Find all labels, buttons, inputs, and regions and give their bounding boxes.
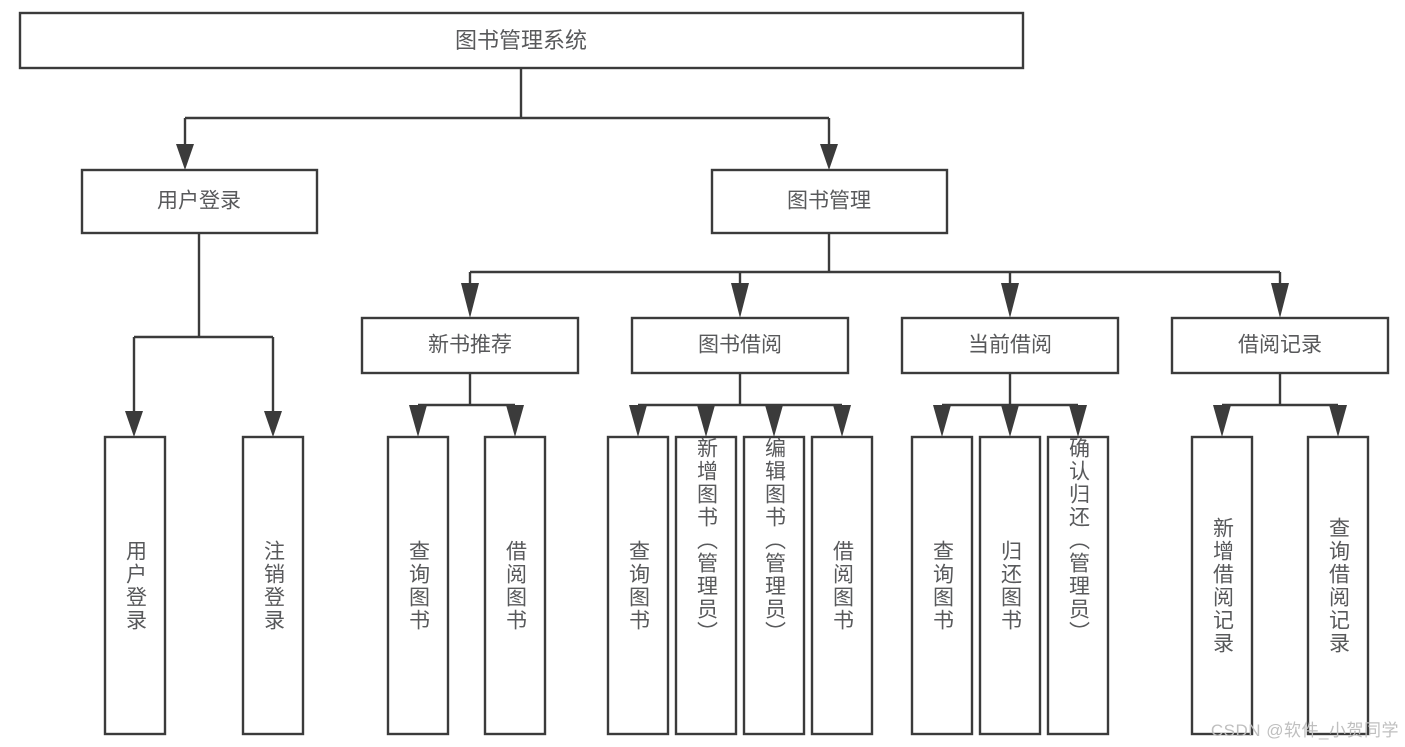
leaf-box-query-record[interactable]	[1306, 435, 1370, 736]
leaf-box-confirm-return[interactable]	[1046, 435, 1110, 736]
node-book-manage[interactable]: 图书管理	[710, 168, 949, 235]
leaf-box-group-user-login	[103, 435, 305, 736]
arrow-head-leaf-edit-book	[765, 405, 783, 437]
arrow-head-user-login	[176, 144, 194, 170]
leaf-box-user-login[interactable]	[103, 435, 167, 736]
arrow-head-leaf-return-book	[1001, 405, 1019, 437]
connector-group-current-borrow-to-leaves	[933, 373, 1087, 437]
connector-group-book-borrow-to-leaves	[629, 373, 851, 437]
arrow-head-book-manage	[820, 144, 838, 170]
node-borrow-record-box[interactable]	[1170, 316, 1390, 375]
node-current-borrow[interactable]: 当前借阅	[900, 316, 1120, 375]
leaf-box-logout[interactable]	[241, 435, 305, 736]
node-book-manage-box[interactable]	[710, 168, 949, 235]
arrow-head-borrow-record	[1271, 283, 1289, 318]
node-root-label: 图书管理系统	[455, 28, 587, 53]
arrow-head-leaf-borrow-book-1	[506, 405, 524, 437]
arrow-head-leaf-logout	[264, 411, 282, 437]
arrow-head-new-book	[461, 283, 479, 318]
node-user-login-label: 用户登录	[157, 190, 241, 213]
connector-group-root-to-level1	[176, 68, 838, 170]
leaf-box-borrow-book-2[interactable]	[810, 435, 874, 736]
node-borrow-record[interactable]: 借阅记录	[1170, 316, 1390, 375]
node-borrow-record-label: 借阅记录	[1238, 334, 1322, 357]
leaf-box-query-book-1[interactable]	[386, 435, 450, 736]
leaf-box-group-borrow-record	[1190, 435, 1370, 736]
csdn-watermark: CSDN @软件_小贺同学	[1210, 721, 1399, 740]
node-book-manage-label: 图书管理	[787, 190, 871, 213]
arrow-head-leaf-add-record	[1213, 405, 1231, 437]
arrow-head-leaf-query-book-1	[409, 405, 427, 437]
leaf-box-add-record[interactable]	[1190, 435, 1254, 736]
leaf-box-borrow-book-1[interactable]	[483, 435, 547, 736]
node-new-book-recommend-box[interactable]	[360, 316, 580, 375]
node-book-borrow-box[interactable]	[630, 316, 850, 375]
node-current-borrow-box[interactable]	[900, 316, 1120, 375]
node-current-borrow-label: 当前借阅	[968, 334, 1052, 357]
arrow-head-leaf-add-book	[697, 405, 715, 437]
arrow-head-leaf-query-book-3	[933, 405, 951, 437]
leaf-box-query-book-2[interactable]	[606, 435, 670, 736]
leaf-box-group-new-book	[386, 435, 547, 736]
arrow-head-leaf-confirm-return	[1069, 405, 1087, 437]
node-root[interactable]: 图书管理系统	[18, 11, 1025, 70]
connector-group-new-book-to-leaves	[409, 373, 524, 437]
node-book-borrow[interactable]: 图书借阅	[630, 316, 850, 375]
leaf-box-return-book[interactable]	[978, 435, 1042, 736]
leaf-box-group-book-borrow	[606, 435, 874, 736]
node-book-borrow-label: 图书借阅	[698, 334, 782, 357]
arrow-head-leaf-user-login	[125, 411, 143, 437]
node-root-box[interactable]	[18, 11, 1025, 70]
node-user-login-box[interactable]	[80, 168, 319, 235]
leaf-box-query-book-3[interactable]	[910, 435, 974, 736]
leaf-box-add-book[interactable]	[674, 435, 738, 736]
arrow-head-book-borrow	[731, 283, 749, 318]
arrow-head-leaf-borrow-book-2	[833, 405, 851, 437]
arrow-head-leaf-query-record	[1329, 405, 1347, 437]
node-user-login[interactable]: 用户登录	[80, 168, 319, 235]
connector-group-borrow-record-to-leaves	[1213, 373, 1347, 437]
arrow-head-current-borrow	[1001, 283, 1019, 318]
arrow-head-leaf-query-book-2	[629, 405, 647, 437]
leaf-box-group-current-borrow	[910, 435, 1110, 736]
leaf-box-edit-book[interactable]	[742, 435, 806, 736]
connector-group-book-manage-to-level2	[461, 233, 1289, 318]
node-new-book-recommend-label: 新书推荐	[428, 334, 512, 357]
connector-group-user-login-to-leaves	[125, 233, 282, 437]
node-new-book-recommend[interactable]: 新书推荐	[360, 316, 580, 375]
